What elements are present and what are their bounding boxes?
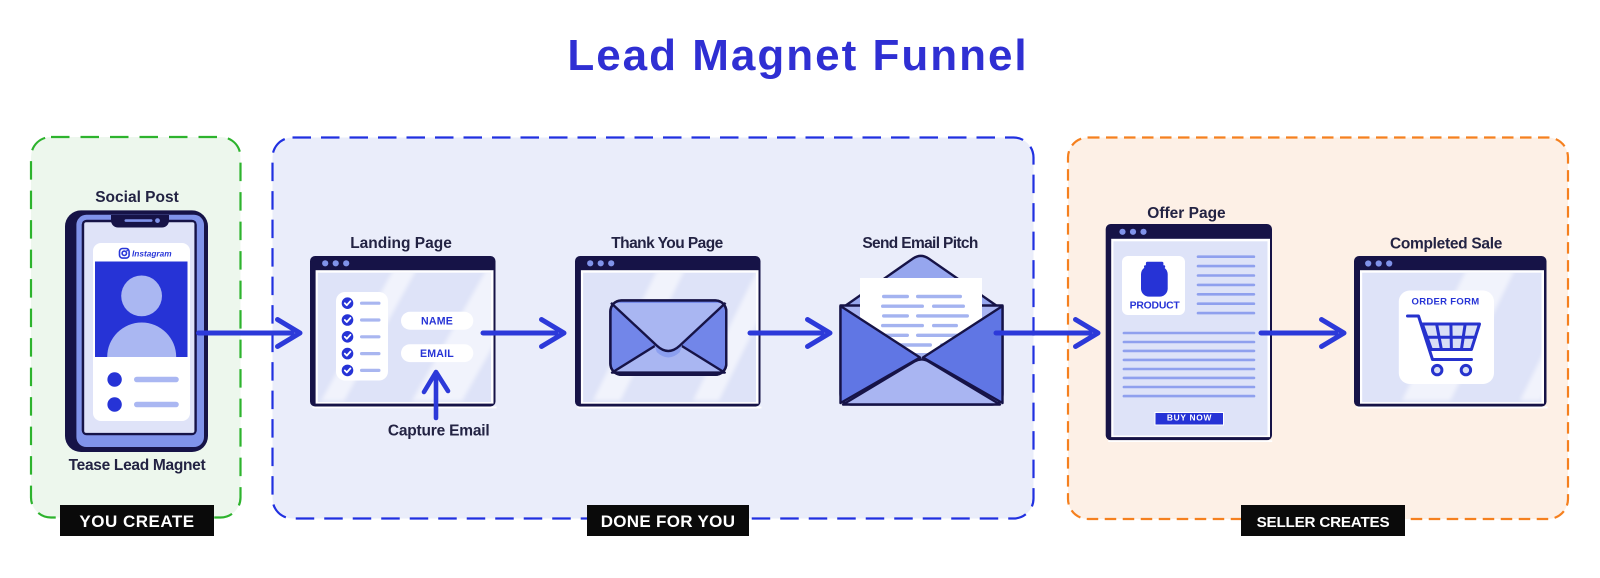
- svg-text:Tease Lead Magnet: Tease Lead Magnet: [69, 457, 206, 474]
- svg-text:Offer Page: Offer Page: [1147, 205, 1226, 222]
- svg-text:EMAIL: EMAIL: [420, 348, 454, 360]
- svg-text:Thank You Page: Thank You Page: [611, 235, 723, 252]
- svg-text:NAME: NAME: [421, 315, 453, 327]
- svg-text:ORDER FORM: ORDER FORM: [1412, 297, 1480, 308]
- svg-text:Capture Email: Capture Email: [388, 423, 490, 440]
- svg-text:YOU CREATE: YOU CREATE: [79, 512, 194, 531]
- svg-text:Lead Magnet Funnel: Lead Magnet Funnel: [567, 31, 1028, 80]
- svg-text:DONE FOR YOU: DONE FOR YOU: [601, 512, 736, 531]
- svg-text:PRODUCT: PRODUCT: [1130, 301, 1181, 312]
- svg-text:SELLER CREATES: SELLER CREATES: [1257, 514, 1390, 531]
- svg-text:Instagram: Instagram: [132, 249, 172, 259]
- svg-text:Send Email Pitch: Send Email Pitch: [862, 235, 978, 252]
- svg-text:Landing Page: Landing Page: [350, 235, 452, 252]
- svg-text:Social Post: Social Post: [95, 189, 179, 206]
- svg-text:BUY NOW: BUY NOW: [1167, 413, 1212, 423]
- svg-text:Completed Sale: Completed Sale: [1390, 236, 1503, 253]
